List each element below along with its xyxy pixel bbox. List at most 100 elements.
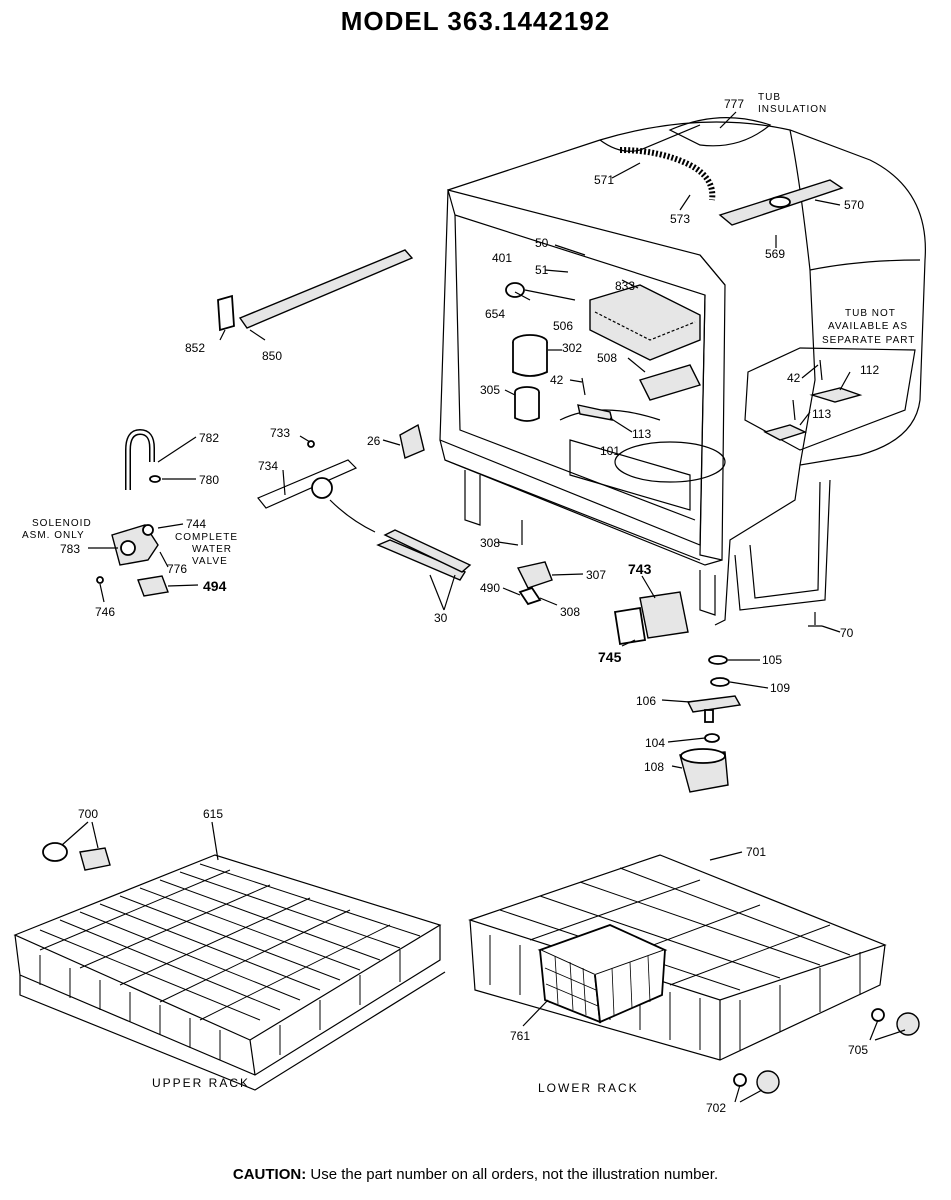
- callout-308b: 308: [560, 605, 580, 619]
- part-783-water-valve: [111, 524, 159, 566]
- callout-494: 494: [203, 578, 227, 594]
- callout-833: 833: [615, 279, 635, 293]
- part-494-bracket: [137, 575, 169, 597]
- part-26-hinge: [399, 423, 425, 459]
- callout-42a: 42: [550, 373, 564, 387]
- part-106-arm: [686, 695, 742, 713]
- part-705-rollers: [871, 1008, 920, 1036]
- callout-112: 112: [860, 363, 879, 377]
- callout-705: 705: [848, 1043, 868, 1057]
- note-water-valve-2: WATER: [192, 544, 232, 555]
- callout-734: 734: [258, 459, 278, 473]
- lower-rack: [468, 854, 887, 1061]
- part-850-rod: [238, 249, 414, 329]
- note-tub-not-available-3: SEPARATE PART: [822, 335, 915, 346]
- part-782-hose: [125, 428, 155, 490]
- callout-113a: 113: [632, 427, 651, 441]
- callout-307: 307: [586, 568, 606, 582]
- callout-700: 700: [78, 807, 98, 821]
- callout-104: 104: [645, 736, 665, 750]
- callout-108: 108: [644, 760, 664, 774]
- part-743-housing: [639, 591, 689, 639]
- callout-51: 51: [535, 263, 549, 277]
- callout-101: 101: [600, 444, 620, 458]
- note-water-valve-3: VALVE: [192, 556, 228, 567]
- caution-label: CAUTION:: [232, 1166, 307, 1183]
- callout-782: 782: [199, 431, 219, 445]
- note-solenoid-2: ASM. ONLY: [22, 530, 85, 541]
- part-104-nut: [704, 733, 720, 743]
- callout-852: 852: [185, 341, 205, 355]
- caption-upper-rack: UPPER RACK: [152, 1076, 250, 1090]
- part-506-control-board: [589, 284, 701, 361]
- callout-401: 401: [492, 251, 512, 265]
- callout-305: 305: [480, 383, 500, 397]
- callout-745: 745: [598, 649, 622, 665]
- part-571-heater-coil: [619, 147, 716, 201]
- note-tub-not-available-2: AVAILABLE AS: [828, 321, 908, 332]
- callout-615: 615: [203, 807, 223, 821]
- upper-rack: [13, 854, 446, 1091]
- callout-50: 50: [535, 236, 549, 250]
- callout-776: 776: [167, 562, 187, 576]
- callout-850: 850: [262, 349, 282, 363]
- part-105-washer: [708, 655, 728, 665]
- callout-701: 701: [746, 845, 766, 859]
- part-780-clamp: [149, 475, 161, 483]
- part-734-motor-end: [311, 477, 333, 499]
- callout-702: 702: [706, 1101, 726, 1115]
- callout-490: 490: [480, 581, 500, 595]
- callout-508: 508: [597, 351, 617, 365]
- callout-571: 571: [594, 173, 614, 187]
- callout-105: 105: [762, 653, 782, 667]
- callout-42b: 42: [787, 371, 801, 385]
- callout-570: 570: [844, 198, 864, 212]
- part-113-clip: [577, 404, 613, 421]
- callout-654: 654: [485, 307, 505, 321]
- tub-side-panel: [744, 347, 916, 451]
- part-30-spray-arm: [376, 539, 467, 581]
- part-745-gasket: [613, 606, 647, 646]
- callout-733: 733: [270, 426, 290, 440]
- model-title: MODEL 363.1442192: [340, 6, 611, 36]
- callout-30: 30: [434, 611, 448, 625]
- part-109-ring: [710, 677, 730, 687]
- callout-780: 780: [199, 473, 219, 487]
- callout-573: 573: [670, 212, 690, 226]
- callout-743: 743: [628, 561, 652, 577]
- callout-109: 109: [770, 681, 790, 695]
- note-tub-insulation-2: INSULATION: [758, 104, 827, 115]
- callout-777: 777: [724, 97, 744, 111]
- note-solenoid: SOLENOID: [32, 518, 92, 529]
- callout-26: 26: [367, 434, 381, 448]
- callout-506: 506: [553, 319, 573, 333]
- part-734-bracket: [257, 459, 358, 509]
- callout-783: 783: [60, 542, 80, 556]
- note-tub-not-available: TUB NOT: [845, 308, 896, 319]
- part-70-foot: [808, 612, 822, 627]
- part-508-dispenser: [639, 364, 701, 401]
- caption-lower-rack: LOWER RACK: [538, 1081, 639, 1095]
- part-490: [518, 586, 542, 606]
- part-852-cap: [217, 294, 235, 332]
- callout-70: 70: [840, 626, 854, 640]
- caution-note: CAUTION: Use the part number on all orde…: [0, 1166, 951, 1183]
- callout-308a: 308: [480, 536, 500, 550]
- callout-302: 302: [562, 341, 582, 355]
- note-water-valve: COMPLETE: [175, 532, 238, 543]
- callout-113b: 113: [812, 407, 831, 421]
- part-108-pump-housing: [679, 748, 729, 793]
- part-302-motor: [512, 334, 548, 422]
- part-307-pump: [516, 561, 553, 589]
- callout-106: 106: [636, 694, 656, 708]
- callout-569: 569: [765, 247, 785, 261]
- callout-761: 761: [510, 1029, 530, 1043]
- callout-746: 746: [95, 605, 115, 619]
- part-700-rack-rollers: [42, 842, 111, 871]
- part-654: [505, 282, 525, 298]
- part-702-rollers: [733, 1070, 780, 1094]
- note-tub-insulation: TUB: [758, 92, 781, 103]
- caution-text: Use the part number on all orders, not t…: [310, 1166, 719, 1183]
- callout-744: 744: [186, 517, 206, 531]
